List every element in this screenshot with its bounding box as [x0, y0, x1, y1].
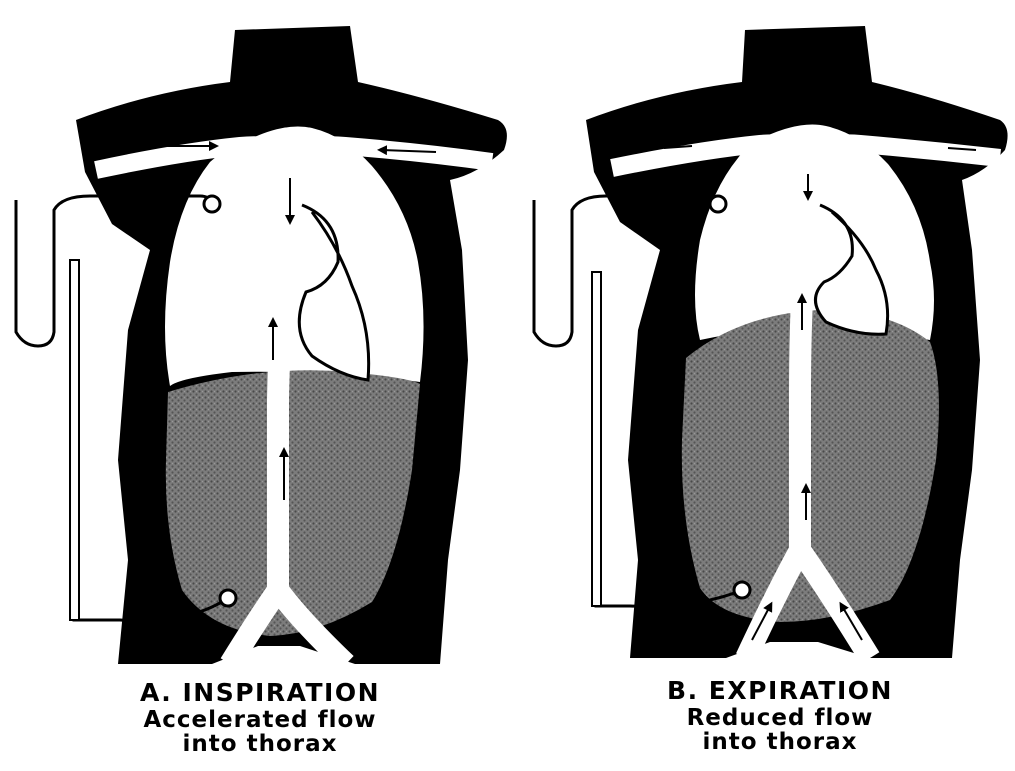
caption-subtitle-line2: into thorax [630, 730, 930, 754]
caption-subtitle-line1: Reduced flow [630, 706, 930, 730]
abdominal-catheter-tip-a [220, 590, 236, 606]
vena-cava-a [278, 165, 290, 600]
panel-b-expiration [534, 26, 1008, 658]
abdominal-catheter-tip-b [734, 582, 750, 598]
caption-inspiration: A. INSPIRATION Accelerated flow into tho… [110, 678, 410, 756]
caption-title: B. EXPIRATION [630, 676, 930, 706]
caption-subtitle-line2: into thorax [110, 732, 410, 756]
manometer-catheter-tip-b [710, 196, 726, 212]
panel-a-inspiration [16, 26, 507, 664]
caption-subtitle-line1: Accelerated flow [110, 708, 410, 732]
manometer-catheter-tip-a [204, 196, 220, 212]
caption-title: A. INSPIRATION [110, 678, 410, 708]
caption-expiration: B. EXPIRATION Reduced flow into thorax [630, 676, 930, 754]
